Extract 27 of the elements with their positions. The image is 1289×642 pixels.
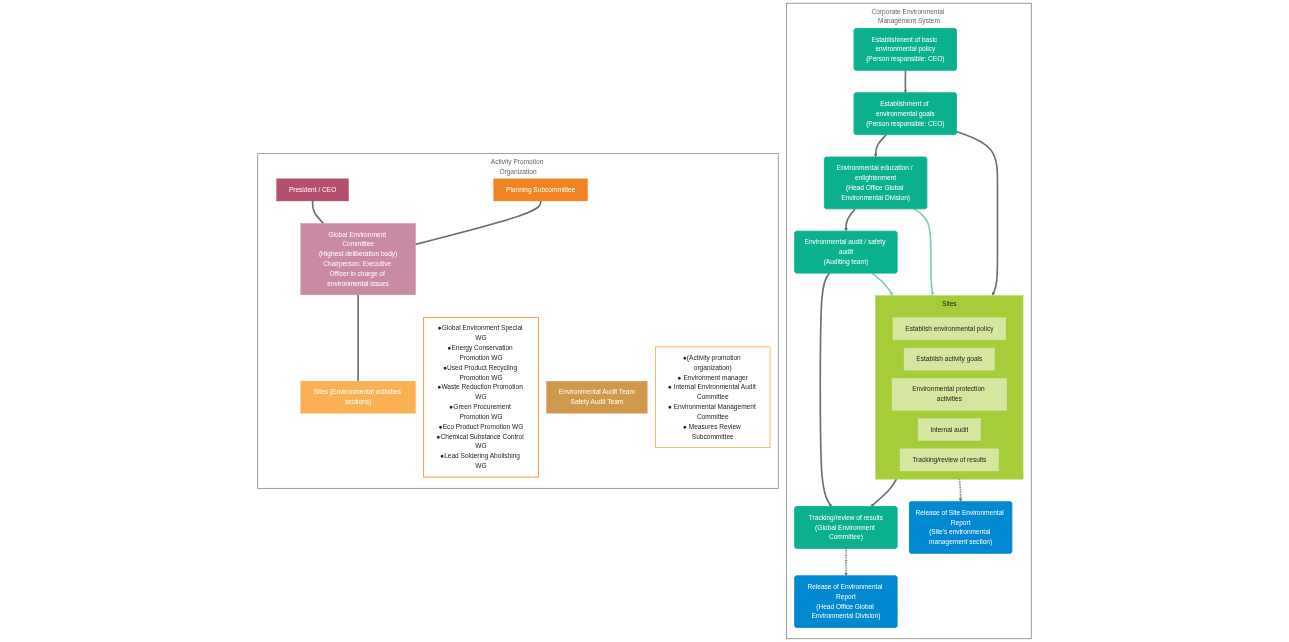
cluster xyxy=(257,153,779,489)
node-box xyxy=(903,347,995,371)
arrow xyxy=(819,272,832,507)
node-box xyxy=(300,381,416,414)
connector xyxy=(357,293,359,383)
node-box xyxy=(892,317,1006,341)
node-box xyxy=(546,381,648,414)
node-box xyxy=(899,448,999,472)
cluster xyxy=(786,2,1032,640)
node-box xyxy=(276,178,349,202)
arrow xyxy=(844,208,856,232)
cluster xyxy=(875,295,1024,480)
arrow xyxy=(913,207,935,296)
node-box xyxy=(655,346,771,448)
arrow xyxy=(871,272,893,296)
node-box xyxy=(300,223,416,295)
arrow xyxy=(873,133,888,158)
arrow xyxy=(844,547,848,577)
node-box xyxy=(423,316,539,478)
connector xyxy=(414,200,542,246)
arrow xyxy=(870,478,898,507)
arrow xyxy=(903,69,908,94)
node-box xyxy=(891,378,1007,411)
connector xyxy=(311,200,325,225)
node-box xyxy=(917,418,981,441)
arrow xyxy=(955,130,999,296)
node-box xyxy=(493,178,588,202)
